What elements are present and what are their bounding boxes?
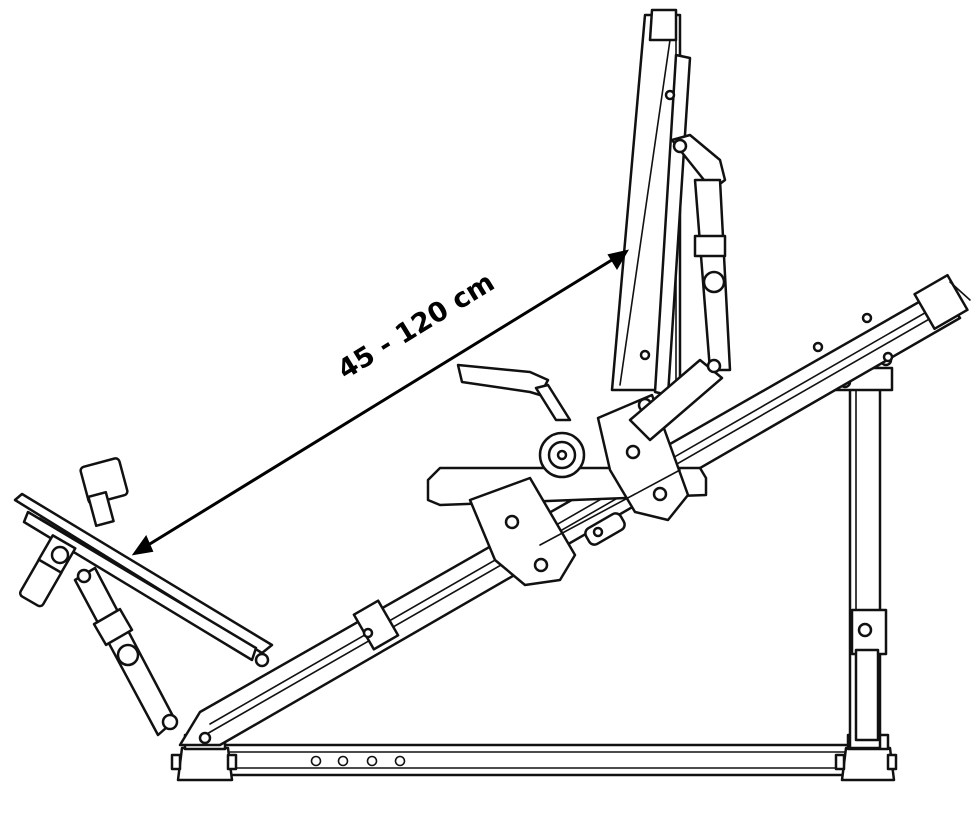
back-pad xyxy=(610,8,692,397)
arrowhead-right xyxy=(607,249,630,270)
adjustment-holes xyxy=(310,755,406,767)
carriage xyxy=(426,393,708,587)
rear-upright xyxy=(834,353,894,750)
footplate-arm xyxy=(73,566,179,737)
arrowhead-left xyxy=(131,534,154,556)
dimension-arrow xyxy=(131,249,630,556)
inclined-rail xyxy=(178,273,971,747)
handle xyxy=(456,363,586,479)
footplate xyxy=(13,457,274,668)
backrest-support-arm xyxy=(628,133,732,442)
base-frame xyxy=(170,733,898,782)
